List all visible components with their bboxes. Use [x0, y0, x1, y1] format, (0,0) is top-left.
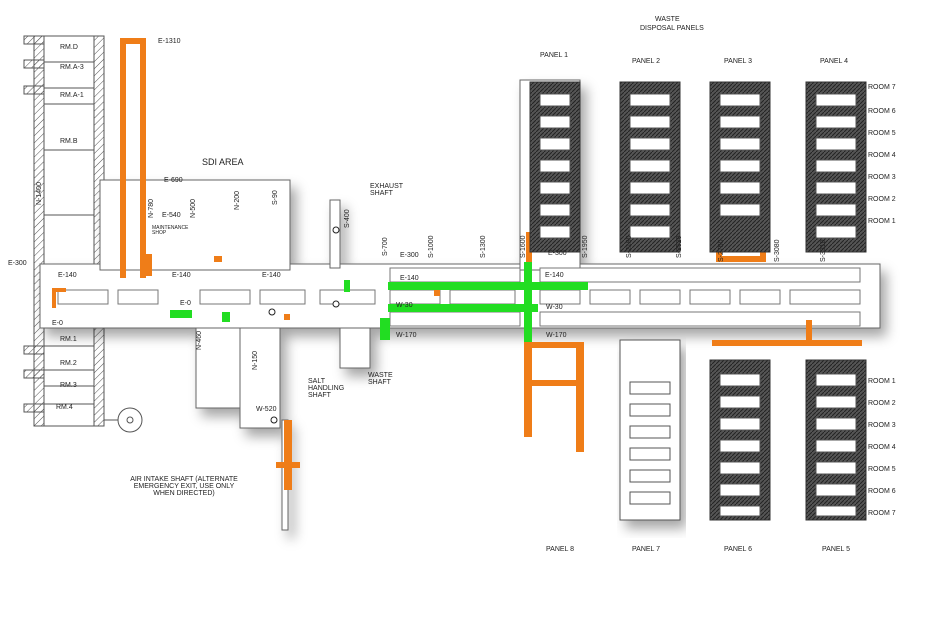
- sdi-area-label: SDI AREA: [202, 157, 244, 167]
- panel-7-label: PANEL 7: [632, 546, 661, 553]
- waste-shaft-label: WASTE SHAFT: [368, 372, 393, 386]
- drift-w520: W-520: [256, 406, 277, 413]
- drift-s2520: S-2520: [676, 235, 683, 258]
- air-intake-shaft-label: AIR INTAKE SHAFT (ALTERNATE EMERGENCY EX…: [130, 476, 238, 497]
- room-s-2: ROOM 2: [868, 400, 896, 407]
- maintenance-shop-label: MAINTENANCE SHOP: [152, 225, 189, 236]
- room-s-1: ROOM 1: [868, 378, 896, 385]
- drift-n780: N-780: [148, 198, 155, 218]
- green-routes: [170, 262, 588, 342]
- waste-title-line1: WASTE: [655, 16, 680, 23]
- drift-e140-west: E-140: [58, 272, 77, 279]
- room-s-3: ROOM 3: [868, 422, 896, 429]
- salt-shaft-label: SALT HANDLING SHAFT: [308, 378, 345, 399]
- room-4: RM.4: [56, 404, 73, 411]
- room-2: RM.2: [60, 360, 77, 367]
- panel-6-label: PANEL 6: [724, 546, 753, 553]
- room-n-6: ROOM 6: [868, 108, 896, 115]
- drift-s2750: S-2750: [718, 239, 725, 262]
- room-b: RM.B: [60, 138, 78, 145]
- drift-e140-east: E-140: [400, 275, 419, 282]
- drift-s3080: S-3080: [774, 239, 781, 262]
- room-s-4: ROOM 4: [868, 444, 896, 451]
- drift-s90: S-90: [272, 190, 279, 205]
- drift-s1600: S-1600: [520, 235, 527, 258]
- drift-s400: S-400: [344, 209, 351, 228]
- west-shaft-pillar: [23, 35, 105, 427]
- drift-e300-west: E-300: [8, 260, 27, 267]
- drift-s1950: S-1950: [582, 235, 589, 258]
- room-s-5: ROOM 5: [868, 466, 896, 473]
- drift-s700: S-700: [382, 237, 389, 256]
- shaft-markers: [268, 226, 340, 424]
- room-d: RM.D: [60, 44, 78, 51]
- drift-n460: N-460: [196, 330, 203, 350]
- room-s-7: ROOM 7: [868, 510, 896, 517]
- drift-e1310: E-1310: [158, 38, 181, 45]
- room-n-2: ROOM 2: [868, 196, 896, 203]
- room-n-5: ROOM 5: [868, 130, 896, 137]
- panel-2-label: PANEL 2: [632, 58, 661, 65]
- room-a1: RM.A-1: [60, 92, 84, 99]
- drift-e690: E-690: [164, 177, 183, 184]
- drift-s3310: S-3310: [820, 239, 827, 262]
- drift-e140-panel: E-140: [545, 272, 564, 279]
- drift-n1400: N-1400: [36, 182, 43, 205]
- drift-s2180: S-2180: [626, 235, 633, 258]
- main-drift-pillars: [57, 267, 861, 327]
- drift-w170-panel: W-170: [546, 332, 567, 339]
- room-s-6: ROOM 6: [868, 488, 896, 495]
- drift-e140-sdi: E-140: [262, 272, 281, 279]
- room-n-7: ROOM 7: [868, 84, 896, 91]
- drift-e0-west: E-0: [52, 320, 63, 327]
- panel-8-label: PANEL 8: [546, 546, 575, 553]
- drift-n150: N-150: [252, 350, 259, 370]
- panel-rooms-south: [629, 373, 857, 517]
- drift-s1000: S-1000: [428, 235, 435, 258]
- panel-3-label: PANEL 3: [724, 58, 753, 65]
- panel-4-label: PANEL 4: [820, 58, 849, 65]
- exhaust-shaft-label: EXHAUST SHAFT: [370, 183, 403, 197]
- drift-w30-panel: W-30: [546, 304, 563, 311]
- room-a3: RM.A-3: [60, 64, 84, 71]
- panel-1-label: PANEL 1: [540, 52, 569, 59]
- room-n-1: ROOM 1: [868, 218, 896, 225]
- drift-w170-mid: W-170: [396, 332, 417, 339]
- panel-rooms-north: [539, 93, 857, 239]
- drift-s1300: S-1300: [480, 235, 487, 258]
- room-3: RM.3: [60, 382, 77, 389]
- room-n-3: ROOM 3: [868, 174, 896, 181]
- drift-e140-mid: E-140: [172, 272, 191, 279]
- room-1: RM.1: [60, 336, 77, 343]
- waste-title-line2: DISPOSAL PANELS: [640, 25, 704, 32]
- drift-e540: E-540: [162, 212, 181, 219]
- drift-w30-mid: W-30: [396, 302, 413, 309]
- panel-5-label: PANEL 5: [822, 546, 851, 553]
- air-intake-shaft-circle-west: [104, 407, 143, 433]
- drift-e0-mid: E-0: [180, 300, 191, 307]
- room-n-4: ROOM 4: [868, 152, 896, 159]
- drift-e300-mid: E-300: [400, 252, 419, 259]
- drift-n500: N-500: [190, 198, 197, 218]
- drift-e300-panel: E-300: [548, 250, 567, 257]
- drift-n200: N-200: [234, 190, 241, 210]
